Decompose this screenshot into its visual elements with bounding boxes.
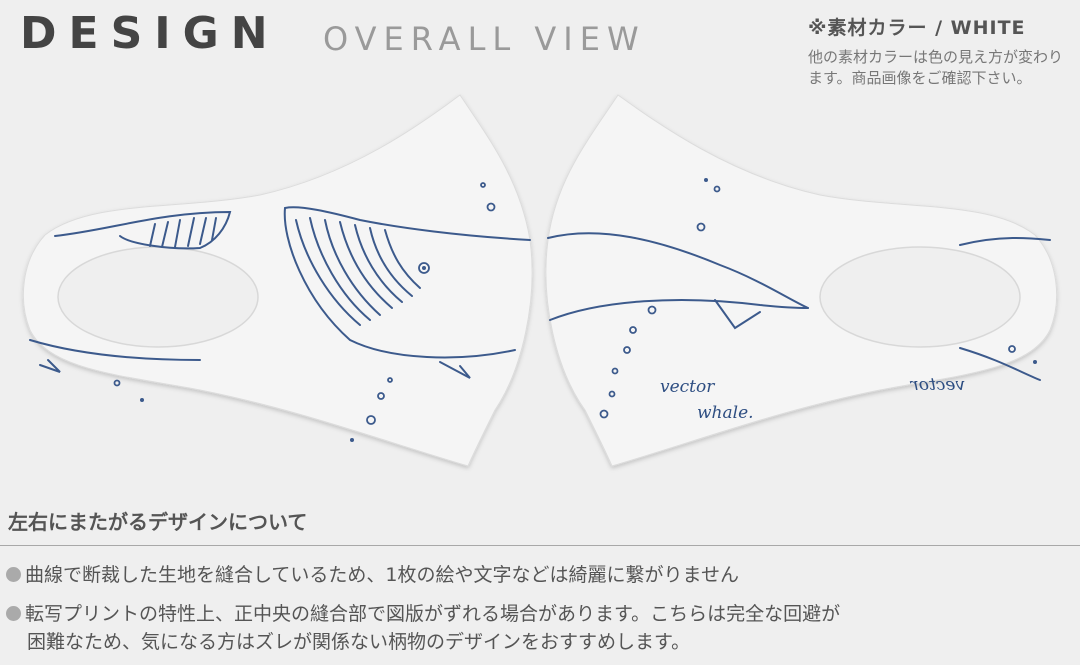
page-subtitle: OVERALL VIEW bbox=[323, 20, 646, 58]
right-whale-drawing bbox=[547, 232, 1051, 381]
material-color-label: ※素材カラー / WHITE bbox=[808, 17, 1026, 39]
left-ear-hole bbox=[57, 246, 259, 348]
handwritten-vector-mirrored: vector bbox=[910, 375, 965, 395]
right-ear-hole bbox=[819, 246, 1021, 348]
handwritten-vector: vector bbox=[660, 377, 715, 397]
note-item: 転写プリントの特性上、正中央の縫合部で図版がずれる場合があります。こちらは完全な… bbox=[6, 600, 840, 656]
section-divider bbox=[0, 545, 1080, 546]
section-heading: 左右にまたがるデザインについて bbox=[8, 510, 308, 534]
material-color-note: 他の素材カラーは色の見え方が変わります。商品画像をご確認下さい。 bbox=[808, 48, 1064, 87]
bullet-dot-icon bbox=[6, 567, 21, 582]
note-item: 曲線で断裁した生地を縫合しているため、1枚の絵や文字などは綺麗に繋がりません bbox=[6, 561, 739, 589]
left-whale-drawing bbox=[29, 206, 531, 379]
bullet-dot-icon bbox=[6, 606, 21, 621]
left-mask-panel bbox=[22, 94, 533, 467]
right-mask-panel: vector whale. vector bbox=[545, 94, 1058, 467]
page-title: DESIGN bbox=[20, 8, 280, 59]
note-text-line1: 転写プリントの特性上、正中央の縫合部で図版がずれる場合があります。こちらは完全な… bbox=[25, 603, 841, 625]
note-text-line2: 困難なため、気になる方はズレが関係ない柄物のデザインをおすすめします。 bbox=[27, 631, 691, 653]
note-text: 曲線で断裁した生地を縫合しているため、1枚の絵や文字などは綺麗に繋がりません bbox=[25, 564, 739, 586]
mask-illustration: vector whale. vector bbox=[22, 94, 1058, 467]
handwritten-whale: whale. bbox=[697, 403, 754, 423]
